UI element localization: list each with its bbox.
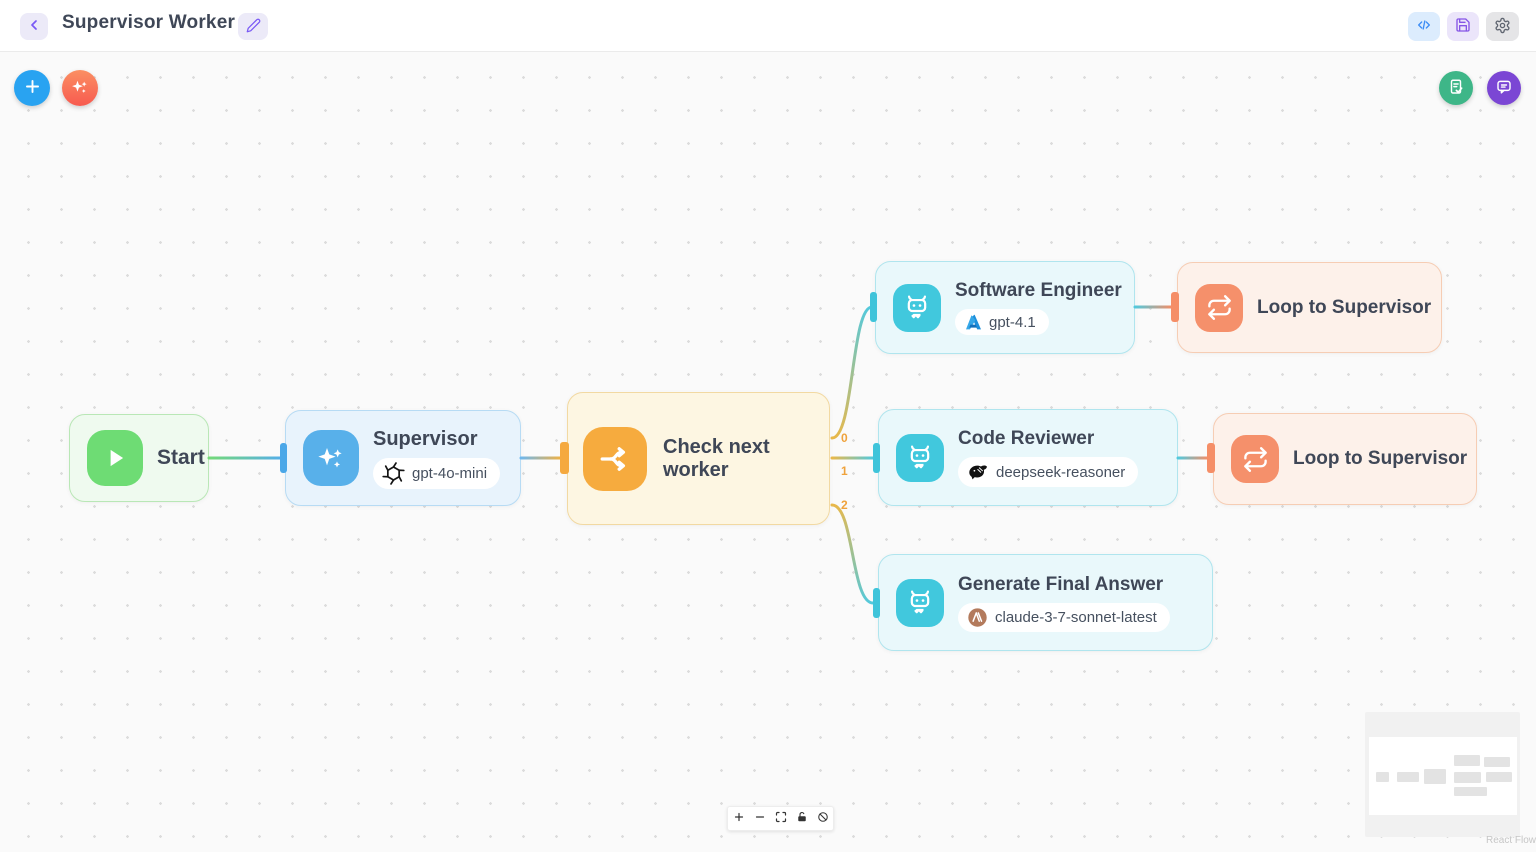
node-start[interactable]: Start [69,414,209,502]
minimap-node-code-reviewer [1454,772,1481,783]
node-gfa-label: Generate Final Answer [958,573,1164,595]
edge-layer [207,305,1210,605]
robot-icon [896,578,944,627]
handle-software-engineer-target[interactable] [870,292,877,322]
azure-logo-icon [964,313,982,331]
node-supervisor[interactable]: Supervisor gpt-4o-mini [285,410,521,506]
settings-button[interactable] [1486,12,1519,41]
minimap-node-loop2 [1486,772,1512,782]
handle-code-reviewer-target[interactable] [873,443,880,473]
code-icon [1415,17,1433,36]
node-loop-to-supervisor-2[interactable]: Loop to Supervisor [1213,413,1477,505]
node-start-label: Start [157,446,205,469]
handle-supervisor-target[interactable] [280,443,287,473]
node-loop2-label: Loop to Supervisor [1293,448,1468,469]
save-button[interactable] [1447,12,1479,41]
minimap-node-check [1424,769,1446,784]
model-badge: gpt-4o-mini [373,457,501,489]
flow-canvas[interactable]: 0 1 2 Start Supervisor [0,52,1536,852]
pencil-icon [246,18,261,36]
robot-icon [893,283,941,332]
model-badge: deepseek-reasoner [958,457,1139,487]
zoom-controls-panel [727,806,834,831]
fit-view-icon [775,811,787,826]
repeat-icon [1195,283,1243,332]
model-badge: gpt-4.1 [955,309,1049,335]
zoom-in-icon [733,811,745,826]
wand-off-icon [817,811,829,826]
robot-icon [896,433,944,482]
lock-icon [796,811,808,826]
node-loop-to-supervisor-1[interactable]: Loop to Supervisor [1177,262,1442,353]
node-supervisor-label: Supervisor [373,427,478,450]
view-code-button[interactable] [1408,12,1440,41]
chat-button[interactable] [1487,71,1521,105]
minimap-node-start [1376,772,1389,782]
chat-bubble-icon [1495,78,1513,99]
minimap-node-software-engineer [1454,755,1480,766]
wand-off-button[interactable] [812,807,833,830]
node-check-next-worker[interactable]: Check next worker [567,392,830,525]
workflow-title: Supervisor Worker [62,12,236,33]
ai-assistant-button[interactable] [62,70,98,106]
file-check-icon [1447,78,1465,99]
node-generate-final-answer[interactable]: Generate Final Answer claude-3-7-sonnet-… [878,554,1213,651]
minimap-node-loop1 [1484,757,1510,767]
run-report-button[interactable] [1439,71,1473,105]
split-branch-icon [583,426,647,491]
back-button[interactable] [20,13,48,40]
edge-check-generate-final-answer[interactable] [830,503,875,605]
edge-label-1: 1 [841,464,848,478]
anthropic-logo-icon [967,607,988,628]
model-name: claude-3-7-sonnet-latest [995,608,1157,626]
node-se-label: Software Engineer [955,280,1122,301]
handle-loop1-target[interactable] [1171,292,1179,322]
node-software-engineer[interactable]: Software Engineer gpt-4.1 [875,261,1135,354]
zoom-in-button[interactable] [728,807,749,830]
handle-generate-final-answer-target[interactable] [873,588,880,618]
edge-label-0: 0 [841,431,848,445]
model-name: gpt-4o-mini [412,464,488,482]
plus-icon [23,77,42,99]
model-name: deepseek-reasoner [996,463,1126,481]
repeat-icon [1231,435,1279,483]
node-cr-label: Code Reviewer [958,428,1095,449]
edge-label-2: 2 [841,498,848,512]
minimap-node-supervisor [1397,772,1419,782]
deepseek-logo-icon [967,461,989,483]
zoom-out-icon [754,811,766,826]
model-badge: claude-3-7-sonnet-latest [958,602,1170,632]
minimap-node-generate-final-answer [1454,787,1487,796]
lock-button[interactable] [791,807,812,830]
openai-logo-icon [382,461,405,485]
handle-loop2-target[interactable] [1207,443,1215,473]
add-node-button[interactable] [14,70,50,106]
sparkles-icon [70,77,90,100]
sparkles-icon [303,430,359,486]
floppy-disk-icon [1455,17,1471,36]
minimap[interactable] [1365,712,1520,837]
handle-check-target[interactable] [560,442,569,474]
node-code-reviewer[interactable]: Code Reviewer deepseek-reasoner [878,409,1178,506]
node-loop1-label: Loop to Supervisor [1257,296,1432,318]
gear-icon [1494,17,1511,37]
chevron-left-icon [26,17,42,36]
react-flow-attribution: React Flow [1486,835,1536,846]
fit-view-button[interactable] [770,807,791,830]
node-check-label: Check next worker [663,435,770,481]
zoom-out-button[interactable] [749,807,770,830]
top-bar: Supervisor Worker [0,0,1536,52]
play-icon [87,430,143,486]
model-name: gpt-4.1 [989,313,1036,331]
edit-title-button[interactable] [238,13,268,40]
edge-check-software-engineer[interactable] [830,305,874,440]
